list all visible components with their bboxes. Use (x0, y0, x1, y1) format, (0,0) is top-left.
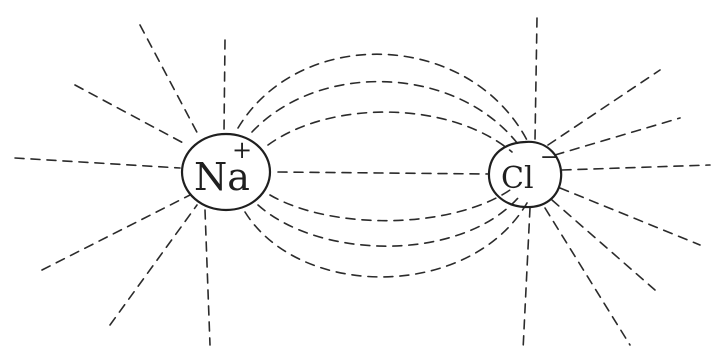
na-field-line (204, 209, 211, 346)
cl-field-line (551, 199, 656, 291)
cl-field-line (559, 187, 701, 246)
connecting-field-line (269, 189, 511, 222)
na-field-line (41, 194, 191, 271)
cl-field-line (534, 17, 538, 141)
sodium-ion-symbol: Na (194, 155, 250, 199)
connecting-field-line (251, 80, 522, 149)
chloride-ion-circle (487, 140, 563, 209)
na-field-line (109, 204, 198, 326)
connecting-field-line (267, 111, 513, 153)
cl-field-line (544, 207, 631, 346)
connecting-field-line (277, 171, 489, 175)
cl-field-line (547, 69, 661, 146)
na-ion-field-lines (14, 24, 226, 346)
connecting-field-line (257, 197, 519, 247)
connecting-field-lines (237, 53, 529, 278)
sodium-ion-charge: + (232, 136, 252, 164)
na-field-line (74, 84, 188, 146)
sodium-ion-circle (180, 132, 272, 212)
chloride-ion-symbol: Cl (501, 161, 534, 196)
cl-field-line (561, 164, 711, 171)
chloride-ion-charge: − (540, 145, 558, 170)
cl-field-line (554, 117, 681, 156)
chloride-ion: Cl − (487, 140, 563, 209)
connecting-field-line (244, 202, 528, 278)
na-field-line (139, 24, 201, 139)
connecting-field-line (237, 53, 529, 143)
sodium-ion: Na + (180, 132, 272, 212)
na-field-line (14, 157, 181, 169)
na-field-line (223, 39, 226, 133)
cl-ion-field-lines (522, 17, 711, 351)
cl-field-line (522, 207, 531, 351)
